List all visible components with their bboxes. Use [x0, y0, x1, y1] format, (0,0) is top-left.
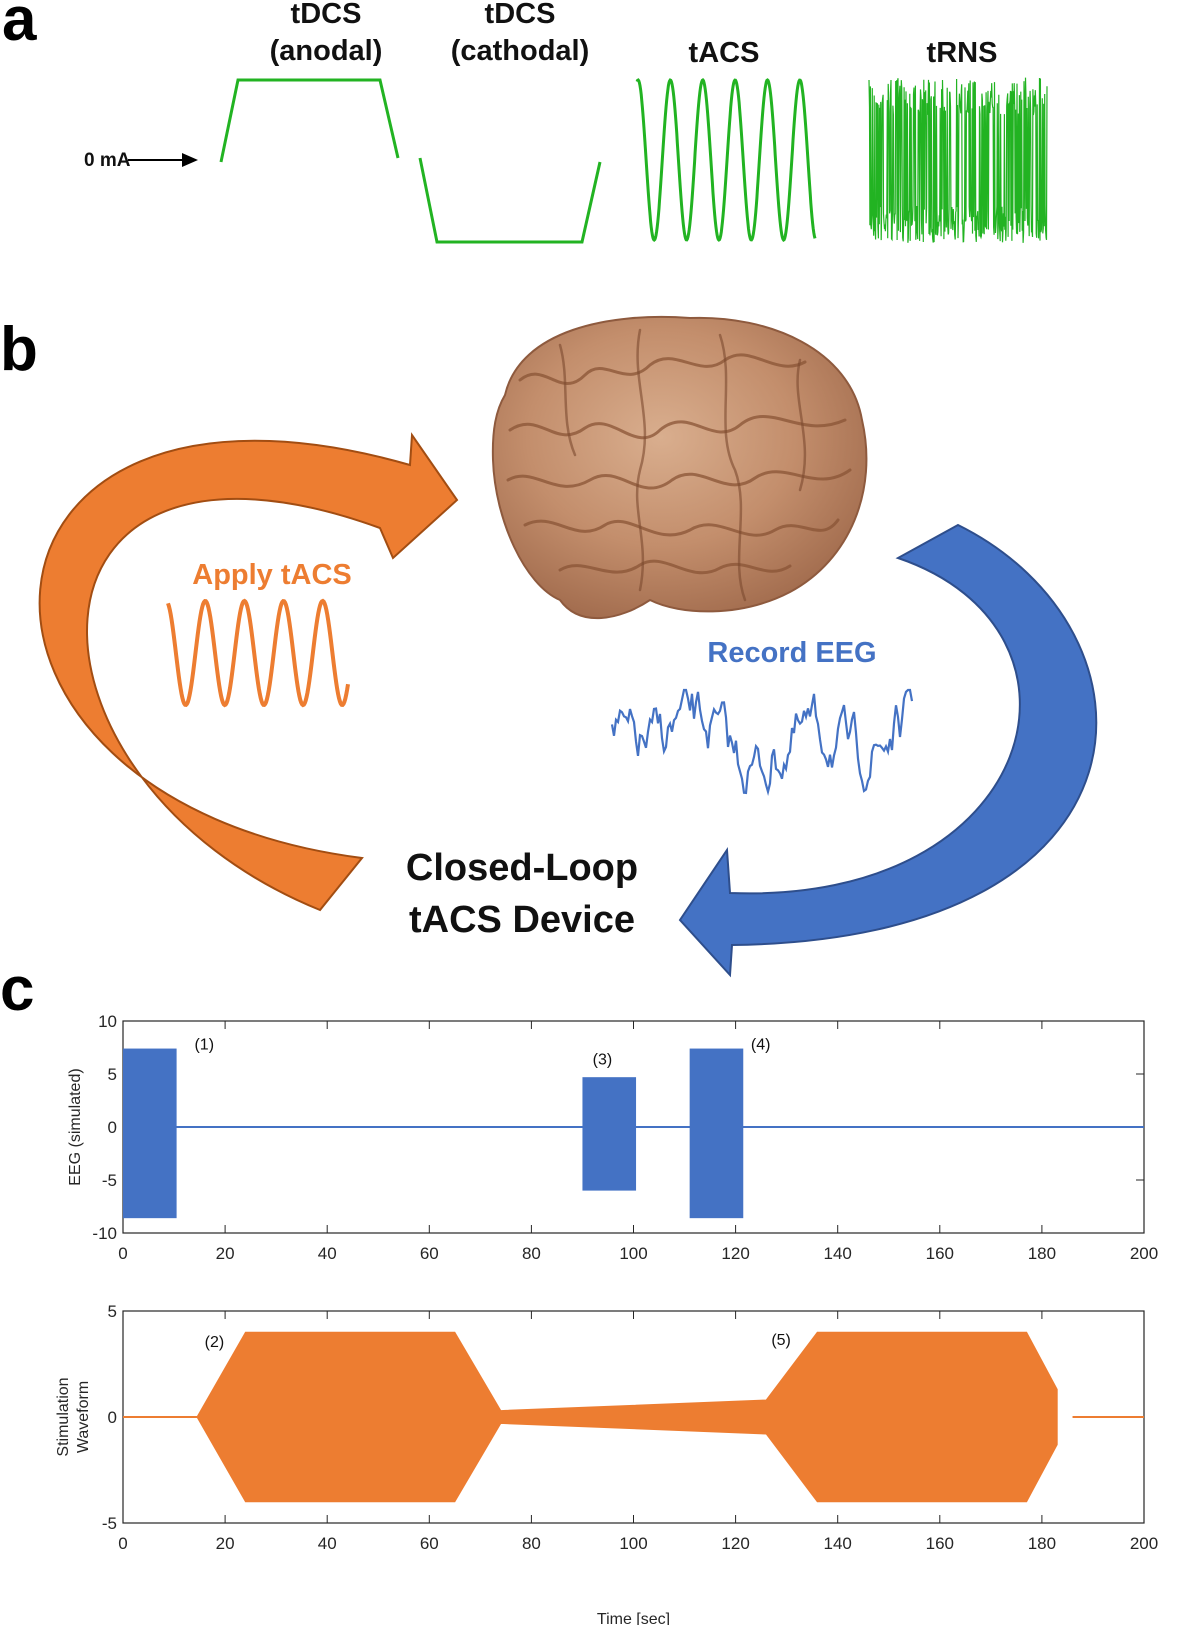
panel-letter-b: b	[0, 315, 38, 384]
stim-envelope	[123, 1331, 1058, 1503]
eeg-burst	[689, 1048, 744, 1219]
trns-wave	[868, 77, 1048, 243]
x-tick-label: 180	[1028, 1244, 1056, 1263]
tacs-wave	[635, 78, 817, 242]
x-tick-label: 80	[522, 1534, 541, 1553]
y-tick-label: 5	[108, 1302, 117, 1321]
x-tick-label: 180	[1028, 1534, 1056, 1553]
x-tick-label: 200	[1130, 1244, 1158, 1263]
x-tick-label: 140	[824, 1244, 852, 1263]
eeg-y-axis-label: EEG (simulated)	[67, 1068, 84, 1185]
y-tick-label: -10	[92, 1224, 117, 1243]
eeg-annotation: (3)	[593, 1051, 613, 1068]
device-label-line1: Closed-Loop	[406, 847, 638, 889]
panel-letter-c: c	[0, 955, 34, 1024]
panel-letter-a: a	[2, 0, 37, 54]
tdcs-cathodal-title: tDCS	[485, 0, 556, 30]
x-tick-label: 0	[118, 1244, 127, 1263]
apply-tacs-wave	[166, 598, 350, 708]
tdcs-anodal-wave	[219, 78, 400, 163]
y-tick-label: 0	[108, 1408, 117, 1427]
y-tick-label: 5	[108, 1065, 117, 1084]
stim-y-axis-label-line1: Stimulation	[55, 1377, 72, 1456]
brain-icon	[491, 315, 868, 620]
stim-annotation: (2)	[205, 1334, 225, 1351]
tdcs-cathodal-wave	[418, 157, 602, 244]
apply-tacs-arrow-icon	[38, 432, 459, 912]
x-tick-label: 40	[318, 1534, 337, 1553]
x-tick-label: 120	[721, 1534, 749, 1553]
stim-y-axis-label-line2: Waveform	[75, 1381, 92, 1453]
eeg-plot: 0 20 40 60 80 100 120 140 160 180 200 10 5 0 -5 -10 (1) (…	[67, 1012, 1158, 1263]
record-eeg-label: Record EEG	[707, 637, 876, 669]
panel-a-labels: tDCS (anodal) tDCS (cathodal) tACS tRNS	[270, 0, 998, 69]
apply-tacs-label: Apply tACS	[192, 559, 352, 591]
y-tick-label: -5	[102, 1171, 117, 1190]
x-tick-label: 0	[118, 1534, 127, 1553]
eeg-burst	[582, 1077, 637, 1191]
x-tick-label: 200	[1130, 1534, 1158, 1553]
device-label-line2: tACS Device	[409, 899, 635, 941]
x-tick-label: 80	[522, 1244, 541, 1263]
eeg-annotation: (1)	[194, 1037, 214, 1054]
x-tick-label: 140	[824, 1534, 852, 1553]
x-tick-label: 40	[318, 1244, 337, 1263]
trns-title: tRNS	[927, 37, 998, 69]
x-tick-label: 120	[721, 1244, 749, 1263]
y-tick-label: 0	[108, 1118, 117, 1137]
y-tick-label: 10	[98, 1012, 117, 1031]
x-tick-label: 60	[420, 1244, 439, 1263]
tdcs-anodal-title: tDCS	[291, 0, 362, 30]
stim-x-axis-label: Time [sec]	[597, 1611, 670, 1625]
stim-annotation: (5)	[771, 1332, 791, 1349]
x-tick-label: 20	[216, 1534, 235, 1553]
y-tick-label: -5	[102, 1514, 117, 1533]
eeg-burst	[123, 1048, 177, 1219]
record-eeg-wave	[610, 688, 914, 797]
x-tick-label: 100	[619, 1534, 647, 1553]
x-tick-label: 100	[619, 1244, 647, 1263]
zero-ma-label: 0 mA	[84, 150, 131, 171]
eeg-annotation: (4)	[751, 1037, 771, 1054]
x-tick-label: 160	[926, 1534, 954, 1553]
tdcs-cathodal-subtitle: (cathodal)	[451, 35, 590, 67]
x-tick-label: 160	[926, 1244, 954, 1263]
tacs-title: tACS	[689, 37, 760, 69]
x-tick-label: 20	[216, 1244, 235, 1263]
tdcs-anodal-subtitle: (anodal)	[270, 35, 383, 67]
x-tick-label: 60	[420, 1534, 439, 1553]
record-eeg-arrow-icon	[678, 523, 1098, 978]
zero-ma-arrow-icon	[128, 153, 198, 167]
